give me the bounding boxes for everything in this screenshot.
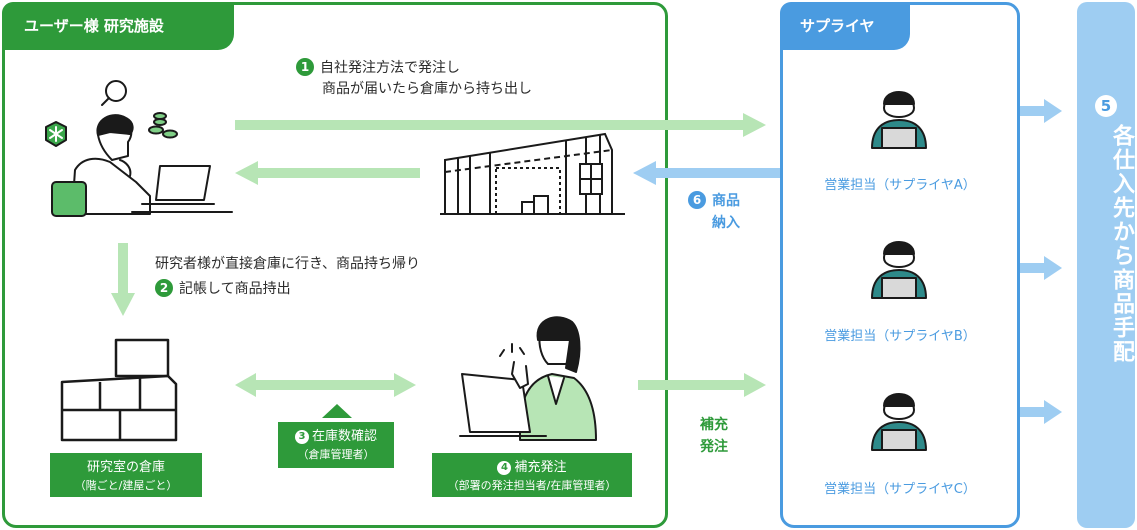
arrow-inventory-check [235, 373, 416, 418]
arrow-restock-order [638, 373, 766, 397]
user-facility-title: ユーザー様 研究施設 [2, 2, 234, 50]
step-4-number: 4 [497, 461, 512, 475]
restock-line1: 補充 [700, 417, 728, 433]
arrow-warehouse-to-researcher [235, 161, 420, 185]
step-1-line2: 商品が届いたら倉庫から持ち出し [322, 81, 532, 97]
supplier-title: サプライヤ [780, 2, 910, 50]
step-4-title: 補充発注 [514, 460, 567, 475]
step-3-number: 3 [294, 430, 309, 444]
step-2-number: 2 [155, 279, 173, 297]
sales-rep-c-label: 営業担当（サプライヤC） [824, 482, 976, 497]
sales-rep-b-label: 営業担当（サプライヤB） [824, 329, 976, 344]
procurement-text: 各仕入先から商品手配 [1109, 124, 1134, 364]
arrow-supplier-c-to-bar [1020, 400, 1062, 424]
step-6-line2: 納入 [712, 215, 740, 231]
procurement-bar: 5 各仕入先から商品手配 [1077, 2, 1135, 528]
step-1-number: 1 [296, 58, 314, 76]
step-2-line2: 記帳して商品持出 [179, 281, 291, 297]
step-1-text: 1 自社発注方法で発注し 商品が届いたら倉庫から持ち出し [296, 58, 532, 100]
step-6-number: 6 [688, 191, 706, 209]
step-5-number: 5 [1095, 95, 1117, 117]
sales-rep-c-illustration [871, 393, 927, 451]
step-3-sub: （倉庫管理者） [297, 448, 375, 461]
staff-illustration [459, 316, 597, 441]
sales-rep-a-label: 営業担当（サプライヤA） [824, 178, 976, 193]
lab-room-title: 研究室の倉庫 [86, 460, 165, 475]
arrow-delivery [633, 161, 780, 185]
restock-order-text: 補充 発注 [700, 414, 728, 458]
sales-rep-b-illustration [871, 241, 927, 299]
lab-room-illustration [60, 338, 178, 442]
arrow-order-to-supplier [235, 113, 766, 137]
user-facility-panel [2, 2, 668, 528]
warehouse-illustration [440, 132, 625, 215]
arrow-supplier-a-to-bar [1020, 99, 1062, 123]
lab-room-sub: （階ごと/建屋ごと） [74, 479, 178, 492]
step-2-line1: 研究者様が直接倉庫に行き、商品持ち帰り [155, 256, 421, 272]
restock-line2: 発注 [700, 439, 728, 455]
step-3-title: 在庫数確認 [311, 429, 377, 444]
step-4-sub: （部署の発注担当者/在庫管理者） [447, 479, 617, 492]
researcher-illustration [45, 80, 233, 217]
step-1-line1: 自社発注方法で発注し [320, 60, 460, 76]
arrow-down-to-lab-room [111, 243, 135, 316]
sales-rep-a-illustration [871, 91, 927, 149]
step-6-line1: 商品 [712, 193, 740, 209]
step-2-text: 研究者様が直接倉庫に行き、商品持ち帰り 2 記帳して商品持出 [155, 254, 420, 300]
lab-room-label: 研究室の倉庫 （階ごと/建屋ごと） [50, 453, 202, 497]
step-6-text: 6 商品 納入 [688, 190, 740, 234]
arrow-supplier-b-to-bar [1020, 256, 1062, 280]
